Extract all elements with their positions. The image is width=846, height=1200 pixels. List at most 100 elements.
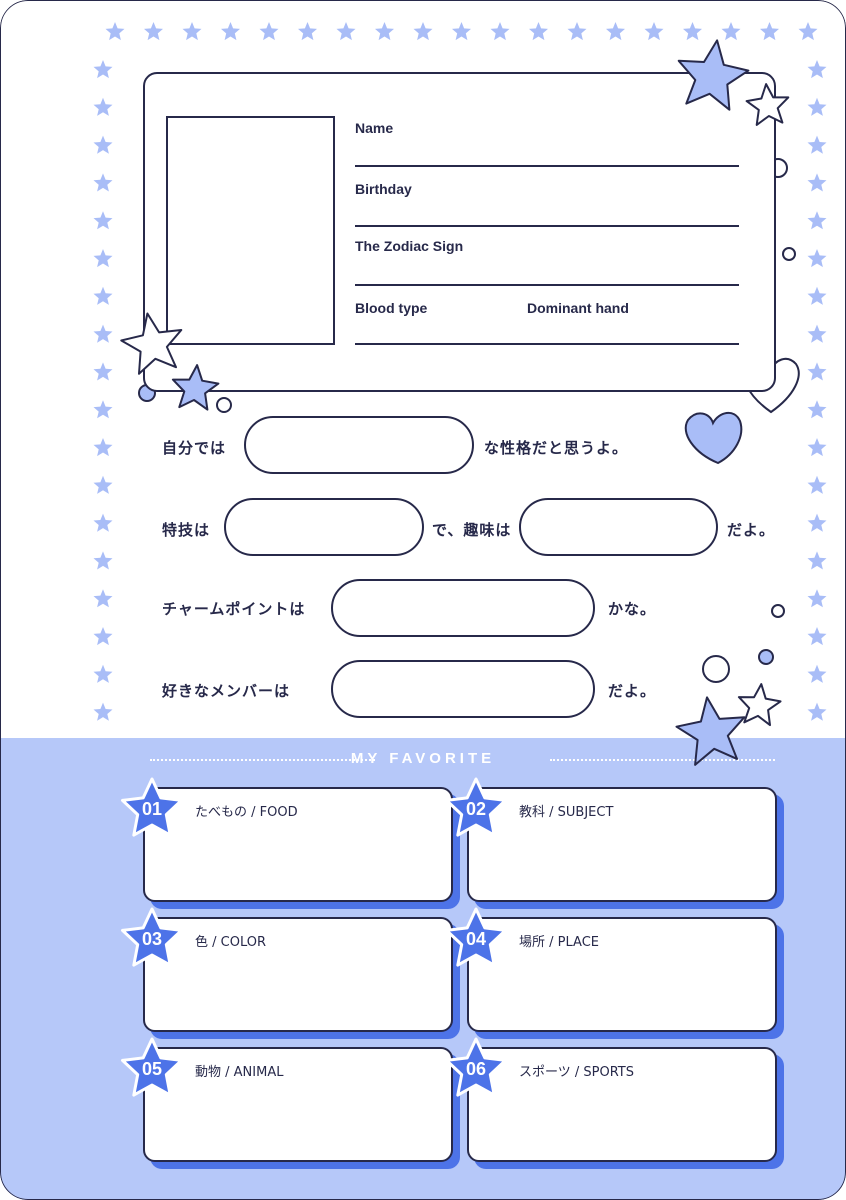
bubble-icon	[758, 649, 774, 665]
border-star-icon	[683, 22, 702, 41]
border-star-icon	[298, 22, 317, 41]
favorite-answer-box[interactable]	[143, 787, 453, 902]
bubble-icon	[702, 655, 730, 683]
border-star-icon	[490, 22, 510, 41]
bubble-icon	[216, 397, 232, 413]
bubble-icon	[782, 247, 796, 261]
favorite-answer-box[interactable]	[143, 917, 453, 1032]
favorites-title: MY FAVORITE	[350, 750, 496, 767]
favorite-number: 02	[465, 799, 487, 819]
border-star-icon	[807, 702, 827, 721]
border-star-icon	[807, 513, 827, 532]
border-star-icon	[807, 286, 827, 305]
border-star-icon	[798, 22, 818, 41]
q1-suffix: な性格だと思うよ。	[484, 439, 629, 457]
border-star-icon	[93, 211, 113, 230]
border-star-icon	[93, 97, 113, 116]
q2-hobby-field[interactable]	[519, 498, 718, 556]
heart-icon	[684, 412, 743, 465]
border-star-icon	[807, 60, 827, 79]
favorite-label: たべもの / FOOD	[195, 805, 298, 820]
favorite-number: 01	[141, 799, 163, 819]
favorite-label: 教科 / SUBJECT	[519, 805, 614, 820]
border-star-icon	[105, 22, 125, 41]
border-star-icon	[606, 22, 625, 41]
border-star-icon	[93, 551, 113, 570]
q4-prefix: 好きなメンバーは	[162, 682, 291, 700]
star-icon	[121, 777, 183, 837]
favorite-answer-box[interactable]	[143, 1047, 453, 1162]
dominant-hand-label: Dominant hand	[527, 300, 629, 316]
name-label: Name	[355, 120, 394, 136]
number-star-badge: 03	[119, 905, 185, 971]
q3-answer-field[interactable]	[331, 579, 595, 637]
border-star-icon	[807, 211, 827, 230]
q2-prefix: 特技は	[162, 521, 211, 539]
favorite-answer-box[interactable]	[467, 917, 777, 1032]
photo-box[interactable]	[166, 116, 335, 345]
favorite-label: スポーツ / SPORTS	[519, 1065, 634, 1080]
favorite-answer-box[interactable]	[467, 1047, 777, 1162]
border-star-icon	[644, 22, 664, 41]
border-star-icon	[760, 22, 779, 41]
border-star-icon	[259, 22, 279, 41]
border-star-icon	[807, 362, 827, 381]
border-star-icon	[807, 324, 827, 343]
border-star-icon	[413, 22, 433, 41]
border-star-icon	[182, 22, 202, 41]
star-border	[93, 22, 827, 721]
q2-suffix: だよ。	[727, 521, 776, 539]
star-icon	[445, 1037, 507, 1097]
zodiac-label: The Zodiac Sign	[355, 238, 464, 254]
q2-middle: で、趣味は	[432, 521, 512, 539]
star-icon	[121, 907, 183, 967]
number-star-badge: 06	[443, 1035, 509, 1101]
blood-hand-line[interactable]	[355, 343, 739, 345]
birthday-line[interactable]	[355, 225, 739, 227]
border-star-icon	[93, 589, 113, 608]
border-star-icon	[93, 664, 113, 683]
favorite-answer-box[interactable]	[467, 787, 777, 902]
border-star-icon	[93, 475, 113, 494]
zodiac-line[interactable]	[355, 284, 739, 286]
border-star-icon	[93, 135, 113, 154]
favorite-label: 色 / COLOR	[195, 935, 266, 950]
number-star-badge: 01	[119, 775, 185, 841]
border-star-icon	[375, 22, 394, 41]
bubble-icon	[771, 604, 785, 618]
border-star-icon	[807, 400, 827, 419]
favorite-label: 場所 / PLACE	[519, 935, 599, 950]
border-star-icon	[93, 400, 113, 419]
border-star-icon	[807, 589, 827, 608]
q1-answer-field[interactable]	[244, 416, 474, 474]
q3-prefix: チャームポイントは	[162, 600, 306, 618]
star-icon	[445, 907, 507, 967]
number-star-badge: 05	[119, 1035, 185, 1101]
favorite-label: 動物 / ANIMAL	[195, 1065, 284, 1080]
border-star-icon	[807, 627, 827, 646]
border-star-icon	[93, 286, 113, 305]
number-star-badge: 02	[443, 775, 509, 841]
border-star-icon	[529, 22, 548, 41]
border-star-icon	[807, 97, 827, 116]
q2-skill-field[interactable]	[224, 498, 424, 556]
border-star-icon	[93, 438, 113, 457]
border-star-icon	[93, 362, 113, 381]
border-star-icon	[93, 513, 113, 532]
border-star-icon	[807, 135, 827, 154]
name-line[interactable]	[355, 165, 739, 167]
border-star-icon	[93, 60, 113, 79]
q4-suffix: だよ。	[608, 682, 657, 700]
q4-answer-field[interactable]	[331, 660, 595, 718]
blood-type-label: Blood type	[355, 300, 428, 316]
border-star-icon	[93, 324, 113, 343]
border-star-icon	[567, 22, 587, 41]
border-star-icon	[93, 702, 113, 721]
border-star-icon	[336, 22, 356, 41]
title-dotted-rule-left	[150, 759, 375, 761]
border-star-icon	[221, 22, 240, 41]
border-star-icon	[807, 249, 827, 268]
border-star-icon	[93, 627, 113, 646]
